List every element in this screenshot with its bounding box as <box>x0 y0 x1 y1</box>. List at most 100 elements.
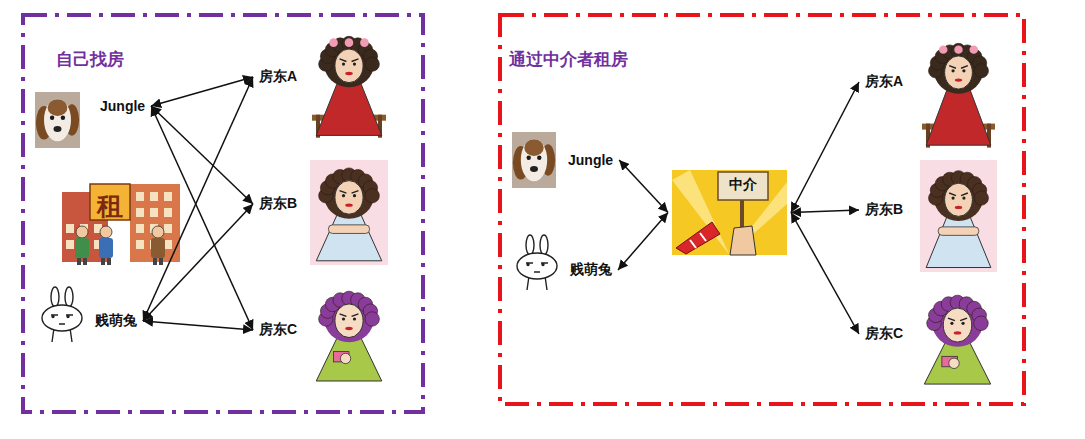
illustration-part <box>948 318 967 321</box>
illustration-part <box>690 233 706 248</box>
illustration-part <box>50 116 54 120</box>
illustration-part <box>136 240 144 249</box>
illustration-part <box>672 170 787 255</box>
illustration-part <box>526 235 534 255</box>
illustration-part <box>61 116 65 120</box>
illustration-part <box>920 160 997 272</box>
double-arrow <box>143 321 253 330</box>
illustration-part <box>365 57 379 71</box>
dog-photo <box>35 92 80 148</box>
illustration-part <box>340 314 359 317</box>
landlady-cartoon <box>316 291 382 381</box>
illustration-part <box>949 358 959 368</box>
dog-photo <box>512 132 556 188</box>
illustration-part <box>150 208 158 217</box>
illustration-part <box>353 317 356 320</box>
double-arrow <box>618 213 668 271</box>
illustration-part <box>945 183 973 216</box>
illustration-part <box>99 238 113 258</box>
illustration-part <box>730 226 756 255</box>
double-arrow <box>143 77 253 321</box>
actor-name: 房东C <box>865 325 903 343</box>
rabbit-figure <box>517 235 557 290</box>
rabbit-figure <box>42 287 82 342</box>
illustration-part <box>949 193 968 196</box>
illustration-part <box>970 45 978 53</box>
panel-border <box>500 15 1024 404</box>
illustration-part <box>951 196 954 199</box>
illustration-part <box>329 38 338 47</box>
actor-label: Jungle <box>98 97 147 115</box>
illustration-part <box>954 331 962 334</box>
illustration-part <box>943 308 972 342</box>
landlady-cartoon <box>310 160 388 265</box>
illustration-part <box>52 316 54 318</box>
actor-label: 房东A <box>863 72 905 92</box>
sign-text: 中介 <box>729 176 787 194</box>
panel-title: 通过中介者租房 <box>509 48 1027 71</box>
landlady-cartoon <box>922 43 995 147</box>
landlady-cartoon <box>920 160 997 272</box>
illustration-part <box>345 38 354 47</box>
actor-label: 房东B <box>863 200 905 220</box>
panel-border <box>23 15 423 412</box>
rent-illustration <box>62 184 180 265</box>
illustration-part <box>365 188 379 202</box>
agent-picture <box>672 170 787 255</box>
illustration-part <box>130 184 180 262</box>
illustration-part <box>136 192 144 201</box>
illustration-part <box>44 99 71 142</box>
actor-name: Jungle <box>568 152 613 168</box>
illustration-part <box>962 196 965 199</box>
illustration-part <box>100 226 112 238</box>
illustration-part <box>164 192 172 201</box>
illustration-part <box>365 312 379 326</box>
illustration-part <box>328 225 369 234</box>
illustration-part <box>955 78 962 81</box>
illustration-part <box>159 258 163 265</box>
region-panel: 自己找房Jungle贱萌兔房东A房东B房东C <box>20 12 426 415</box>
illustration-part <box>512 132 556 188</box>
illustration-part <box>65 287 73 307</box>
actor-label: 贱萌兔 <box>93 311 139 331</box>
illustration-part <box>962 69 965 72</box>
illustration-part <box>961 322 964 325</box>
actor-name: 房东A <box>259 68 297 86</box>
landlady-cartoon <box>924 295 990 384</box>
illustration-part <box>949 66 968 69</box>
illustration-part <box>335 181 363 215</box>
region-panel: 通过中介者租房Jungle贱萌兔中介房东A房东B房东C <box>497 12 1027 407</box>
illustration-part <box>974 191 988 205</box>
actor-name: 房东B <box>865 201 903 219</box>
illustration-part <box>974 64 988 78</box>
illustration-part <box>66 240 74 249</box>
illustration-part <box>345 327 353 330</box>
illustration-part <box>353 194 356 197</box>
actor-label: 房东B <box>257 194 299 214</box>
illustration-part <box>951 69 954 72</box>
illustration-part <box>66 240 74 249</box>
illustration-part <box>955 206 962 209</box>
actor-name: 贱萌兔 <box>95 312 137 330</box>
double-arrow <box>791 210 859 213</box>
illustration-part <box>926 86 991 145</box>
illustration-part <box>77 258 81 265</box>
actor-label: 房东A <box>257 67 299 87</box>
illustration-part <box>517 253 557 279</box>
illustration-part <box>51 315 73 324</box>
illustration-part <box>340 191 359 194</box>
illustration-part <box>151 238 165 258</box>
actor-label: Jungle <box>566 151 615 169</box>
illustration-part <box>521 139 547 182</box>
landlady-cartoon <box>312 36 386 137</box>
illustration-part <box>530 166 538 172</box>
illustration-part <box>926 213 991 267</box>
illustration-part <box>42 305 82 331</box>
illustration-part <box>150 192 158 201</box>
actor-name: Jungle <box>100 98 145 114</box>
illustration-part <box>76 226 88 238</box>
agent-sign: 中介 <box>672 170 787 255</box>
illustration-part <box>54 126 62 132</box>
illustration-part <box>83 258 87 265</box>
